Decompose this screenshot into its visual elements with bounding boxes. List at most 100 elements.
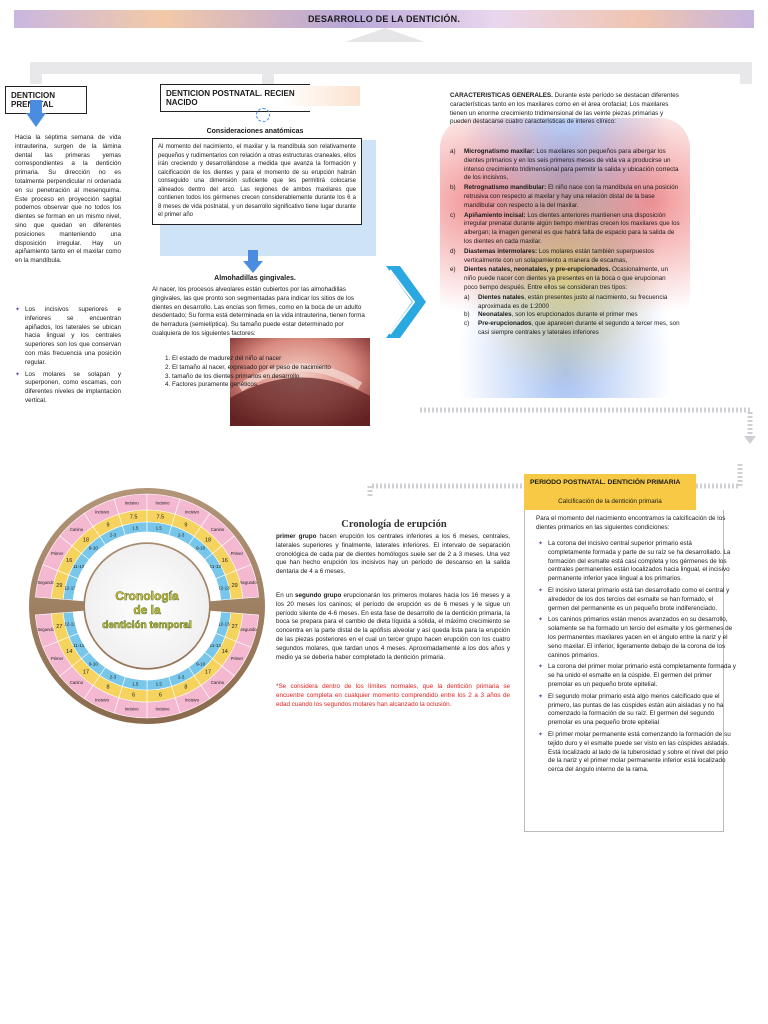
wheel-label: Primer [231, 656, 244, 661]
gingival-title: Almohadillas gingivales. [214, 275, 296, 282]
list-item: e) Dientes natales, neonatales, y pre-er… [450, 266, 680, 292]
item-mark: b) [450, 184, 456, 192]
list-item: d) Diastemas intermolares: Los molares e… [450, 248, 680, 266]
wheel-label: 9 [184, 522, 187, 528]
wheel-segment [72, 610, 88, 634]
list-item: El incisivo lateral primario está tan de… [538, 587, 736, 613]
wheel-label: 9-10 [89, 545, 99, 550]
wheel-label: 9-10 [89, 662, 99, 667]
gum-photo [230, 338, 370, 426]
list-item: b) Retrognatismo mandibular: El niño nac… [450, 184, 680, 210]
wheel-label: 9-10 [196, 545, 206, 550]
down-arrow-icon [243, 261, 263, 273]
item-text: Los dientes anteriores mantienen una dis… [464, 211, 680, 245]
item-term: Dientes natales, neonatales, y pre-erupc… [464, 266, 611, 274]
item-text: Los molares están también superpuestos v… [464, 247, 655, 264]
wheel-center-line1: Cronología [115, 589, 179, 603]
item-mark: a) [464, 293, 470, 301]
wheel-label: Segundo [37, 580, 54, 585]
wheel-label: 14 [66, 649, 72, 655]
list-item: El segundo molar primario está algo meno… [538, 693, 736, 728]
glow-background [440, 118, 690, 398]
wheel-label: 2-3 [110, 532, 117, 537]
item-term: Micrognatismo maxilar: [464, 148, 535, 155]
wheel-label: Incisivo [95, 510, 110, 515]
wheel-label: 12-13 [218, 621, 230, 626]
postnatal-heading: DENTICION POSTNATAL. RECIEN NACIDO [160, 84, 310, 112]
gingival-body: Al nacer, los procesos alveolares están … [152, 286, 365, 337]
wheel-label: 11-13 [210, 643, 222, 648]
wheel-label: 11-13 [73, 643, 85, 648]
wheel-label: 29 [56, 583, 62, 589]
wheel-label: Incisivo [125, 501, 140, 506]
wheel-label: 2-3 [178, 675, 185, 680]
item-text: El niño nace con la mandíbula en una pos… [464, 184, 679, 209]
primary-intro: Para el momento del nacimiento encontram… [536, 515, 726, 531]
wheel-center-line3: dentición temporal [102, 620, 192, 631]
wheel-label: 14 [222, 649, 228, 655]
wheel-label: 6 [159, 693, 162, 699]
item-text: Ocasionalmente, un niño puede nacer con … [464, 266, 669, 291]
chrono-p2-lead: segundo grupo [295, 592, 342, 599]
general-lead: CARACTERISTICAS GENERALES. [450, 92, 553, 99]
item-mark: d) [450, 247, 456, 255]
item-mark: e) [450, 266, 456, 274]
list-item: a) Micrognatismo maxilar: Los maxilares … [450, 148, 680, 183]
wheel-label: 1.5 [132, 682, 139, 687]
list-item: c) Pre-erupcionados, que aparecen durant… [464, 320, 680, 338]
wheel-label: 17 [83, 670, 89, 676]
inner-disc [85, 544, 209, 668]
list-item: c) Apiñamiento incisal: Los dientes ante… [450, 212, 680, 247]
page-title: DESARROLLO DE LA DENTICIÓN. [14, 10, 754, 28]
list-item: Los caninos primarios están menos avanza… [538, 616, 736, 660]
wheel-segment [206, 578, 222, 602]
arrow-stem [248, 250, 258, 262]
chrono-p2: En un segundo grupo erupcionarán los pri… [276, 592, 510, 662]
wheel-label: Canino [211, 680, 225, 685]
wheel-label: 27 [56, 624, 62, 630]
item-text: , son los erupcionados durante el primer… [511, 311, 638, 319]
wheel-label: 11-13 [210, 564, 222, 569]
prenatal-heading: DENTICION PRENATAL [5, 86, 87, 114]
item-mark: b) [464, 311, 470, 319]
curve-arrow-icon [256, 108, 270, 122]
chrono-title: Cronología de erupción [341, 519, 447, 530]
wheel-label: Segundo [240, 627, 257, 632]
general-items: a) Micrognatismo maxilar: Los maxilares … [450, 148, 680, 338]
wheel-label: Incisivo [185, 697, 200, 702]
wheel-label: Primer [51, 551, 64, 556]
item-mark: a) [450, 148, 456, 155]
list-item: Factores puramente genéticos. [172, 381, 368, 390]
wheel-label: 9 [107, 522, 110, 528]
wheel-label: 7.5 [130, 514, 138, 520]
item-term: Diastemas intermolares: [464, 247, 538, 255]
wheel-label: Primer [231, 551, 244, 556]
primary-heading: PERIODO POSTNATAL. DENTICIÓN PRIMARIA [530, 479, 681, 486]
chrono-p2-pre: En un [276, 592, 296, 599]
item-term: Apiñamiento incisal: [464, 211, 526, 219]
top-connector [30, 62, 752, 74]
connector-leg [262, 72, 274, 84]
wheel-label: Canino [211, 527, 225, 532]
sub-list: a) Dientes natales, están presentes just… [450, 294, 680, 338]
list-item: b) Neonatales, son los erupcionados dura… [464, 311, 680, 320]
anat-body: Al momento del nacimiento, el maxilar y … [152, 138, 362, 225]
wheel-label: Segundo [37, 627, 54, 632]
item-term: Neonatales [478, 311, 512, 319]
list-item: Los molares se solapan y superponen, com… [15, 371, 121, 406]
wheel-label: 16 [66, 558, 72, 564]
item-mark: c) [450, 211, 456, 219]
wheel-label: 9-10 [196, 662, 206, 667]
wheel-label: 27 [232, 624, 238, 630]
list-item: a) Dientes natales, están presentes just… [464, 294, 680, 312]
wheel-label: 11-13 [73, 564, 85, 569]
list-item: El primer molar permanente está comenzan… [538, 731, 736, 775]
wheel-label: 29 [232, 583, 238, 589]
connector-leg [30, 72, 42, 84]
wheel-label: 1.5 [156, 525, 163, 530]
primary-heading-box [524, 474, 696, 510]
primary-bullets: La corona del incisivo central superior … [538, 540, 736, 778]
factors-list: El estado de madurez del niño al nacer E… [158, 355, 368, 390]
